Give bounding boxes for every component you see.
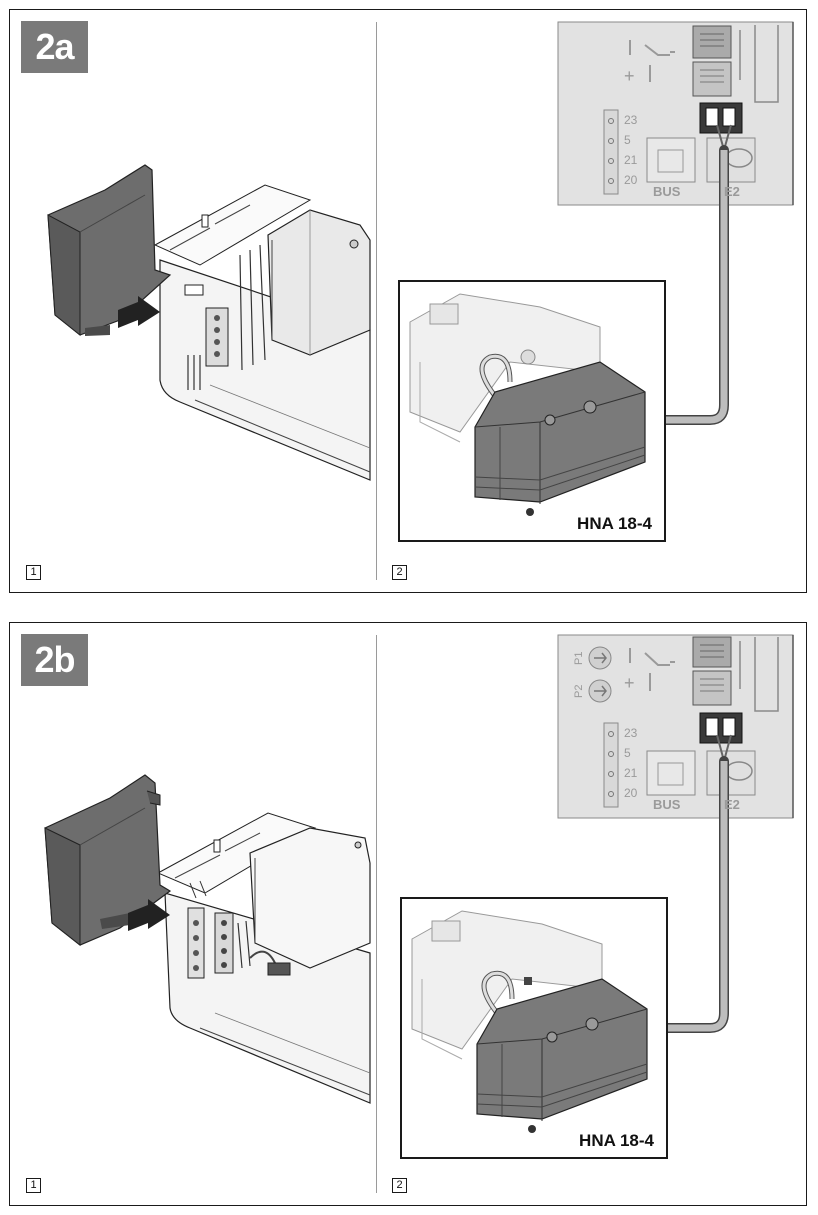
step-1-number: 1	[26, 565, 41, 580]
device-label: HNA 18-4	[577, 514, 652, 533]
pcb-detail: +	[557, 634, 794, 1033]
battery-pack-illustration	[409, 293, 646, 516]
panel-divider	[376, 22, 377, 580]
step-1-number: 1	[26, 1178, 41, 1193]
step-2-number: 2	[392, 565, 407, 580]
pcb-detail: +	[557, 21, 794, 425]
device-inset: HNA 18-4	[400, 897, 668, 1159]
device-inset: HNA 18-4	[398, 280, 666, 542]
panel-divider	[376, 635, 377, 1193]
device-label: HNA 18-4	[579, 1131, 654, 1150]
housing-illustration	[47, 164, 371, 481]
svg-text:+: +	[624, 66, 635, 86]
housing-illustration	[44, 774, 371, 1104]
figure-2b: 2b 1	[9, 622, 807, 1206]
battery-pack-illustration	[411, 910, 648, 1133]
figure-tag: 2b	[21, 634, 88, 686]
figure-2a: 2a 1 +	[9, 9, 807, 593]
figure-tag: 2a	[21, 21, 88, 73]
svg-text:+: +	[624, 673, 635, 693]
step-2-number: 2	[392, 1178, 407, 1193]
